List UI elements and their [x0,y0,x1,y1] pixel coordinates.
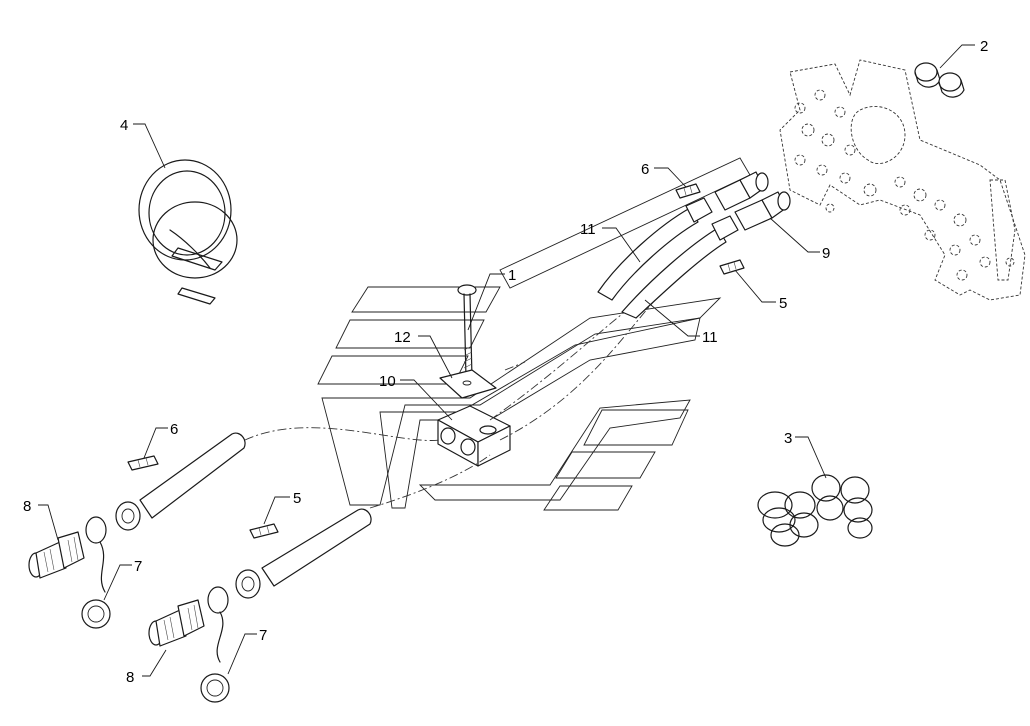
part-9-adapters [714,171,791,231]
callout-9: 9 [822,245,830,262]
callout-8-lower: 8 [126,669,134,686]
callout-7-upper: 7 [134,558,142,575]
lower-hose-2 [235,508,372,599]
mounting-plate [779,59,1026,301]
part-6-tag-upper [675,183,701,199]
callout-11-upper: 11 [580,221,596,238]
part-1-bolt [457,284,477,379]
part-12-washer-plate [439,369,497,399]
part-7-dust-cap-1 [81,516,111,629]
part-5-tag-upper [719,259,745,275]
leader-lines [38,44,975,677]
decal-graphic [317,157,751,511]
callout-5-upper: 5 [779,295,787,312]
callout-1: 1 [508,267,516,284]
hose-routing-lines [244,299,656,509]
lower-hose-1 [115,432,246,531]
part-4-cable-tie [138,159,238,305]
part-5-tag-lower [249,523,279,539]
callout-6-upper: 6 [641,161,649,178]
plate-holes [794,89,1015,281]
callout-12: 12 [394,329,411,346]
part-6-tag-lower [127,455,159,471]
callout-3: 3 [784,430,792,447]
callout-6-lower: 6 [170,421,178,438]
part-2-caps [914,62,965,98]
callout-4: 4 [120,117,128,134]
callout-10: 10 [379,373,396,390]
callout-8-upper: 8 [23,498,31,515]
part-11-hoses [597,197,739,319]
callout-5-lower: 5 [293,490,301,507]
hose-fittings-upper [685,197,739,241]
callout-2: 2 [980,38,988,55]
callout-11-lower: 11 [702,329,718,346]
part-7-dust-cap-2 [200,586,230,703]
callout-labels: 1 2 3 4 5 5 6 6 7 7 8 8 9 10 11 11 12 [23,38,988,686]
part-8-coupling-2 [148,599,205,647]
part-8-coupling-1 [28,531,85,579]
part-10-clamp-block [437,405,511,467]
callout-7-lower: 7 [259,627,267,644]
part-3-clips [757,474,873,547]
